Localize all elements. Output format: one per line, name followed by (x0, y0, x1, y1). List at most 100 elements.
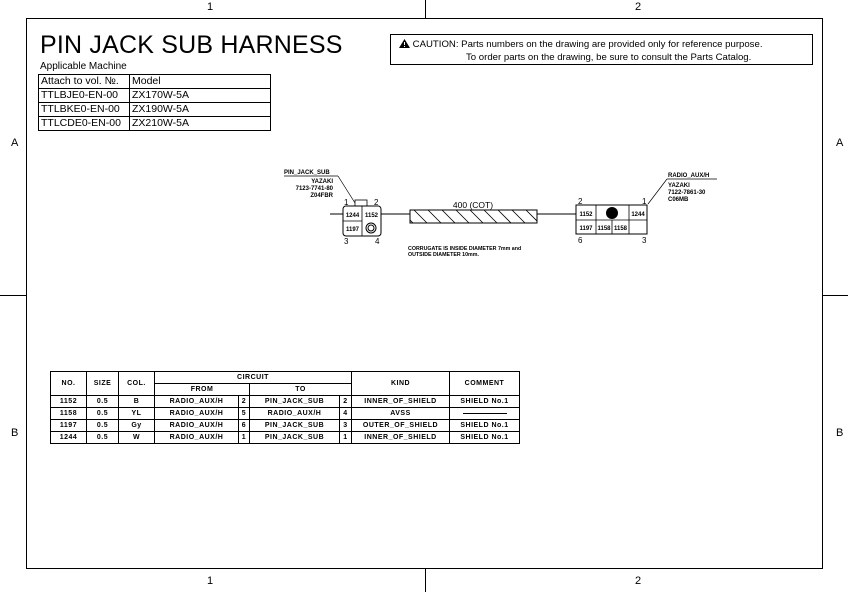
cell-to: PIN_JACK_SUB (249, 395, 340, 408)
cell-col: YL (118, 407, 155, 420)
cavity-label: 1197 (579, 226, 593, 232)
caution-box: CAUTION: Parts numbers on the drawing ar… (390, 34, 813, 65)
pin-number: 6 (578, 236, 583, 245)
cell-from-pin: 2 (238, 395, 250, 408)
cell-from-pin: 1 (238, 431, 250, 444)
hatch-line (441, 210, 456, 223)
grid-tick (822, 295, 848, 296)
right-connector: RADIO_AUX/H YAZAKI 7122-7861-30 C06MB 11… (575, 173, 717, 245)
cell-comment: SHIELD No.1 (449, 431, 520, 444)
grid-row-label: B (11, 427, 19, 439)
hatch-line (525, 210, 537, 222)
header-cell: COMMENT (449, 371, 520, 396)
header-cell: Attach to vol. №. (38, 74, 130, 89)
connector-name: RADIO_AUX/H (668, 173, 709, 179)
cavity-label: 1158 (614, 226, 628, 232)
cell-from: RADIO_AUX/H (154, 419, 239, 432)
cavity-label: 1152 (365, 213, 379, 219)
connector-maker: YAZAKI (668, 183, 690, 189)
cell-no: 1158 (50, 407, 87, 420)
header-cell: SIZE (86, 371, 119, 396)
pin-number: 2 (578, 197, 583, 206)
grid-row-label: B (836, 427, 844, 439)
grid-row-label: A (11, 137, 19, 149)
connector-code: Z04FBR (310, 193, 333, 199)
cell-col: Gy (118, 419, 155, 432)
cell-comment: SHIELD No.1 (449, 395, 520, 408)
cell-to-pin: 2 (339, 395, 352, 408)
table-header-row: Attach to vol. №. Model (38, 74, 271, 89)
warning-triangle-icon (399, 39, 410, 48)
cell-size: 0.5 (86, 395, 119, 408)
hatch-line (410, 219, 414, 223)
cell-kind: INNER_OF_SHIELD (351, 395, 450, 408)
cell-no: 1152 (50, 395, 87, 408)
cell-size: 0.5 (86, 431, 119, 444)
page-title: PIN JACK SUB HARNESS (40, 31, 343, 59)
pin-number: 2 (374, 198, 379, 207)
cell-from-pin: 5 (238, 407, 250, 420)
hatch-line (483, 210, 498, 223)
cell-comment (449, 407, 520, 420)
cell: TTLCDE0-EN-00 (38, 116, 130, 131)
cavity-label: 1244 (346, 213, 360, 219)
cavity-label: 1244 (631, 212, 645, 218)
header-cell: CIRCUIT (154, 371, 352, 384)
cell-kind: AVSS (351, 407, 450, 420)
cell-size: 0.5 (86, 407, 119, 420)
leader-arrow (337, 175, 356, 204)
header-cell: FROM (154, 383, 250, 396)
pin-number: 1 (344, 198, 349, 207)
pin-number: 3 (344, 237, 349, 246)
header-cell: Model (129, 74, 271, 89)
corrugate-note: OUTSIDE DIAMETER 10mm. (408, 252, 479, 258)
cell-from: RADIO_AUX/H (154, 431, 239, 444)
hatch-line (413, 210, 428, 223)
cell-from-pin: 6 (238, 419, 250, 432)
header-cell: COL. (118, 371, 155, 396)
cell-to: RADIO_AUX/H (249, 407, 340, 420)
drawing-frame (26, 18, 823, 569)
grid-col-label: 1 (207, 1, 214, 13)
table-header-row: NO. SIZE COL. CIRCUIT KIND COMMENT (50, 371, 520, 396)
left-connector: PIN_JACK_SUB YAZAKI 7123-7741-80 Z04FBR … (284, 170, 382, 246)
cell-to: PIN_JACK_SUB (249, 419, 340, 432)
header-cell: TO (249, 383, 352, 396)
grid-col-label: 1 (207, 575, 214, 587)
cell: ZX210W-5A (129, 116, 271, 131)
cell-col: B (118, 395, 155, 408)
corrugate-tube (409, 209, 553, 224)
cell-no: 1197 (50, 419, 87, 432)
cell-from: RADIO_AUX/H (154, 395, 239, 408)
hatch-line (497, 210, 512, 223)
hatch-line (427, 210, 442, 223)
cell-from: RADIO_AUX/H (154, 407, 239, 420)
cell-size: 0.5 (86, 419, 119, 432)
cell-kind: OUTER_OF_SHIELD (351, 419, 450, 432)
grid-tick (425, 568, 426, 592)
corrugate-label: 400 (COT) (453, 200, 493, 210)
cavity-label: 1158 (597, 226, 611, 232)
cell-comment: SHIELD No.1 (449, 419, 520, 432)
corrugate-note: CORRUGATE IS INSIDE DIAMETER 7mm and (408, 246, 521, 252)
cell-to-pin: 4 (339, 407, 352, 420)
grid-col-label: 2 (635, 575, 642, 587)
header-cell: KIND (351, 371, 450, 396)
hatch-line (469, 210, 484, 223)
circuit-table: NO. SIZE COL. CIRCUIT KIND COMMENT FROM … (50, 371, 520, 444)
header-cell: NO. (50, 371, 87, 396)
cell-to-pin: 1 (339, 431, 352, 444)
cell-col: W (118, 431, 155, 444)
hatch-line (540, 210, 553, 223)
pin-number: 3 (642, 236, 647, 245)
cell-to-pin: 3 (339, 419, 352, 432)
hatch-line (455, 210, 470, 223)
grid-tick (425, 0, 426, 18)
hatch-line (511, 210, 526, 223)
